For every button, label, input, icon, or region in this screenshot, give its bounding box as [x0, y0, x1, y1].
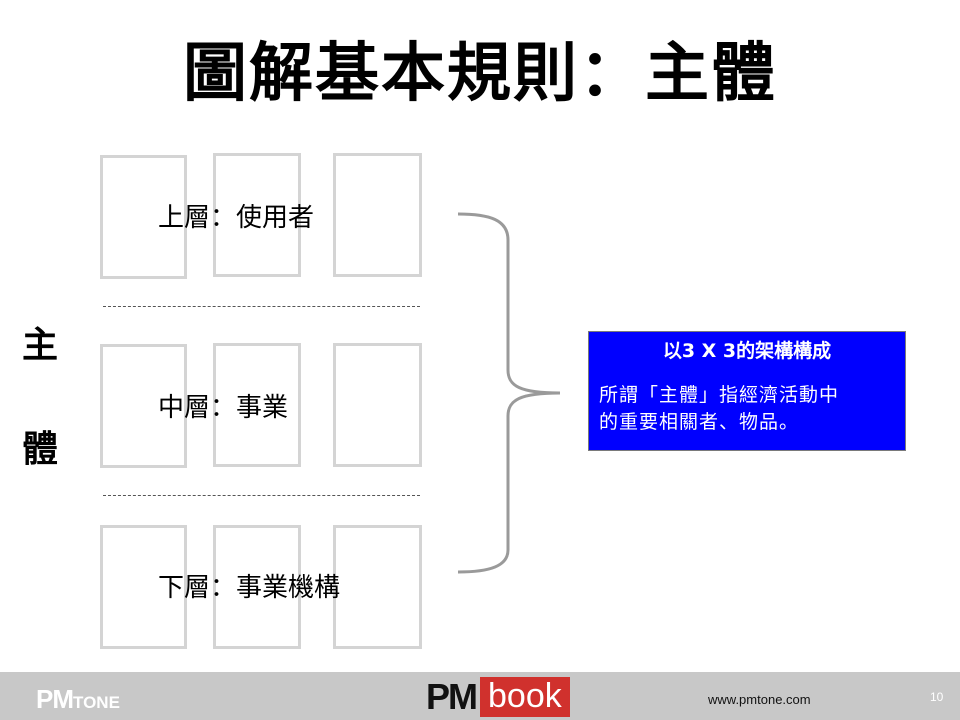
pmtone-logo-tone: TONE: [73, 693, 120, 712]
info-body-line: 所謂「主體」指經濟活動中: [599, 384, 840, 406]
grid-box: [333, 525, 422, 649]
subject-char-1: 主: [22, 325, 59, 366]
info-title: 以3 X 3的架構構成: [662, 340, 832, 362]
layer-label-bottom: 下層：事業機構: [158, 573, 341, 603]
page-number: 10: [930, 690, 944, 704]
layer-separator: [103, 495, 420, 496]
grid-box: [100, 525, 187, 649]
grid-box: [213, 153, 301, 277]
layer-separator: [103, 306, 420, 307]
right-brace: [457, 212, 561, 574]
footer-url[interactable]: www.pmtone.com: [708, 692, 811, 707]
pmbook-logo: PM book: [426, 677, 570, 717]
layer-label-middle: 中層：事業: [158, 393, 289, 423]
pmbook-logo-book: book: [480, 677, 570, 717]
pmtone-logo: PMTONE: [36, 684, 120, 715]
info-box: 以3 X 3的架構構成 所謂「主體」指經濟活動中 的重要相關者、物品。: [588, 331, 906, 451]
info-body-line: 的重要相關者、物品。: [599, 411, 800, 433]
slide-title: 圖解基本規則：主體: [183, 37, 777, 111]
grid-box: [333, 343, 422, 467]
pmtone-logo-pm: PM: [36, 684, 74, 714]
grid-box: [213, 525, 301, 649]
layer-label-top: 上層：使用者: [158, 203, 315, 233]
grid-box: [213, 343, 301, 467]
footer-bar: PMTONE PM book www.pmtone.com 10: [0, 672, 960, 720]
info-body: 所謂「主體」指經濟活動中 的重要相關者、物品。: [599, 382, 895, 436]
grid-box: [333, 153, 422, 277]
pmbook-logo-pm: PM: [426, 676, 478, 717]
grid-box: [100, 344, 187, 468]
grid-box: [100, 155, 187, 279]
subject-char-2: 體: [22, 429, 59, 470]
